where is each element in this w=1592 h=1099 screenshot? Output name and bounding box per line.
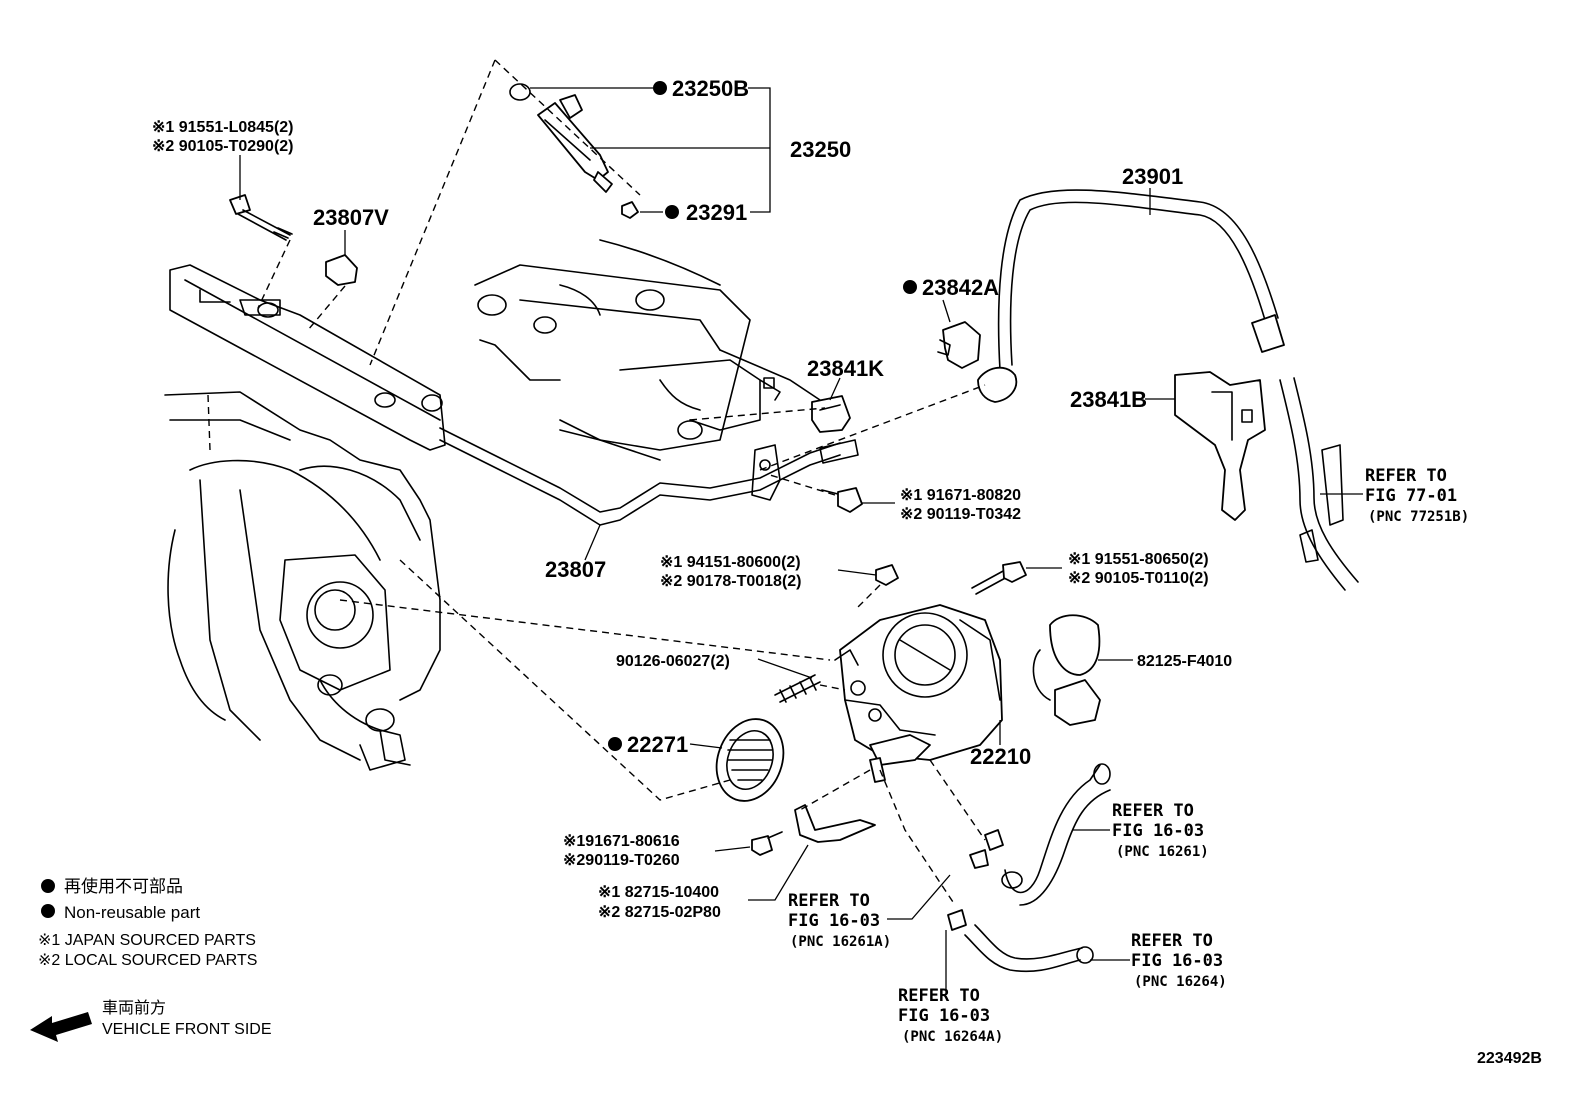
label-23250b: 23250B bbox=[672, 76, 749, 101]
non-reusable-markers bbox=[608, 81, 917, 751]
ref-16264-line1: REFER TO bbox=[1131, 931, 1213, 951]
sensor-82125-illustration bbox=[1032, 614, 1101, 726]
bracket-82715-illustration bbox=[794, 804, 876, 843]
ref-16261-line1: REFER TO bbox=[1112, 801, 1194, 821]
label-82715-02p80: ※2 82715-02P80 bbox=[598, 904, 721, 921]
legend-vehicle-front-jp: 車両前方 bbox=[102, 999, 166, 1017]
non-reusable-marker-23250b bbox=[653, 81, 667, 95]
label-91671-80616: ※191671-80616 bbox=[563, 833, 680, 850]
legend-marker-en bbox=[41, 904, 55, 918]
ref-16264-line2: FIG 16-03 bbox=[1131, 951, 1223, 971]
ref-77-01-line1: REFER TO bbox=[1365, 466, 1447, 486]
legend-vehicle-front-en: VEHICLE FRONT SIDE bbox=[102, 1021, 272, 1038]
legend-nonreuse-jp: 再使用不可部品 bbox=[64, 876, 183, 896]
label-22210: 22210 bbox=[970, 744, 1031, 769]
label-90119-t0260: ※290119-T0260 bbox=[563, 852, 680, 869]
label-23807: 23807 bbox=[545, 557, 606, 582]
legend: 再使用不可部品 Non-reusable part ※1 JAPAN SOURC… bbox=[30, 876, 272, 1042]
non-reusable-marker-23842a bbox=[903, 280, 917, 294]
label-91671-80820: ※1 91671-80820 bbox=[900, 487, 1021, 504]
vacuum-hose-illustration bbox=[1279, 377, 1359, 591]
legend-japan-sourced: ※1 JAPAN SOURCED PARTS bbox=[38, 932, 256, 949]
gasket-22271-illustration bbox=[715, 718, 785, 802]
legend-nonreuse-en: Non-reusable part bbox=[64, 903, 200, 922]
label-23250: 23250 bbox=[790, 137, 851, 162]
engine-head-illustration bbox=[474, 239, 821, 461]
ref-77-01-pnc: (PNC 77251B) bbox=[1368, 509, 1469, 525]
intake-manifold-illustration bbox=[164, 391, 441, 771]
clamp-23841k-illustration bbox=[811, 395, 851, 433]
legend-local-sourced: ※2 LOCAL SOURCED PARTS bbox=[38, 952, 257, 969]
clamp-23841b-illustration bbox=[1174, 371, 1266, 521]
label-90105-t0110: ※2 90105-T0110(2) bbox=[1068, 570, 1209, 587]
ref-16261-pnc: (PNC 16261) bbox=[1116, 844, 1209, 860]
non-reusable-marker-22271 bbox=[608, 737, 622, 751]
label-23901: 23901 bbox=[1122, 164, 1183, 189]
nut-94151-illustration bbox=[875, 564, 899, 586]
label-94151-80600: ※1 94151-80600(2) bbox=[660, 554, 801, 571]
label-23842a: 23842A bbox=[922, 275, 999, 300]
delivery-pipe-bolt-illustration bbox=[229, 194, 293, 241]
figure-id: 223492B bbox=[1477, 1050, 1542, 1067]
label-82715-10400: ※1 82715-10400 bbox=[598, 884, 719, 901]
label-91551-l0845: ※1 91551-L0845(2) bbox=[152, 119, 294, 136]
label-90119-t0342: ※2 90119-T0342 bbox=[900, 506, 1021, 523]
bolt-91551-80650-illustration bbox=[971, 561, 1027, 595]
throttle-body-22210-illustration bbox=[834, 604, 1003, 766]
ref-16261-line2: FIG 16-03 bbox=[1112, 821, 1204, 841]
label-91551-80650: ※1 91551-80650(2) bbox=[1068, 551, 1209, 568]
water-hose-16261-illustration bbox=[1001, 763, 1111, 906]
bolt-91671-80616-illustration bbox=[751, 831, 783, 856]
clamp-23842a-illustration bbox=[937, 321, 981, 369]
water-hose-16264-illustration bbox=[964, 924, 1094, 973]
legend-marker-jp bbox=[41, 879, 55, 893]
label-90178-t0018: ※2 90178-T0018(2) bbox=[660, 573, 802, 590]
ref-16264-pnc: (PNC 16264) bbox=[1134, 974, 1227, 990]
insulator-23807v-illustration bbox=[325, 254, 358, 286]
hose-fittings-illustration bbox=[869, 757, 1004, 931]
fuel-hose-23901-illustration bbox=[977, 189, 1285, 403]
label-82125-f4010: 82125-F4010 bbox=[1137, 653, 1232, 670]
ref-16261a-line1: REFER TO bbox=[788, 891, 870, 911]
reference-callouts: REFER TO FIG 77-01 (PNC 77251B) REFER TO… bbox=[788, 466, 1469, 1045]
ref-16261a-pnc: (PNC 16261A) bbox=[790, 934, 891, 950]
vehicle-front-arrow-icon bbox=[30, 1012, 92, 1042]
stud-bolt-90126-illustration bbox=[774, 674, 821, 703]
assembly-dashed-lines bbox=[207, 59, 986, 906]
label-23841b: 23841B bbox=[1070, 387, 1147, 412]
leader-lines bbox=[239, 87, 1363, 995]
label-90126-06027: 90126-06027(2) bbox=[616, 653, 730, 670]
part-labels: 23250B 23250 23291 23807V 23901 23842A 2… bbox=[152, 76, 1232, 921]
label-23291: 23291 bbox=[686, 200, 747, 225]
ref-77-01-line2: FIG 77-01 bbox=[1365, 486, 1457, 506]
ref-16264a-pnc: (PNC 16264A) bbox=[902, 1029, 1003, 1045]
ref-16264a-line2: FIG 16-03 bbox=[898, 1006, 990, 1026]
ref-16264a-line1: REFER TO bbox=[898, 986, 980, 1006]
label-22271: 22271 bbox=[627, 732, 688, 757]
fuel-injector-illustration bbox=[509, 83, 639, 219]
label-23807v: 23807V bbox=[313, 205, 389, 230]
label-23841k: 23841K bbox=[807, 356, 884, 381]
bolt-91671-80820-illustration bbox=[821, 487, 863, 513]
ref-16261a-line2: FIG 16-03 bbox=[788, 911, 880, 931]
non-reusable-marker-23291 bbox=[665, 205, 679, 219]
fuel-delivery-pipe-illustration bbox=[169, 264, 859, 526]
label-90105-t0290: ※2 90105-T0290(2) bbox=[152, 138, 294, 155]
